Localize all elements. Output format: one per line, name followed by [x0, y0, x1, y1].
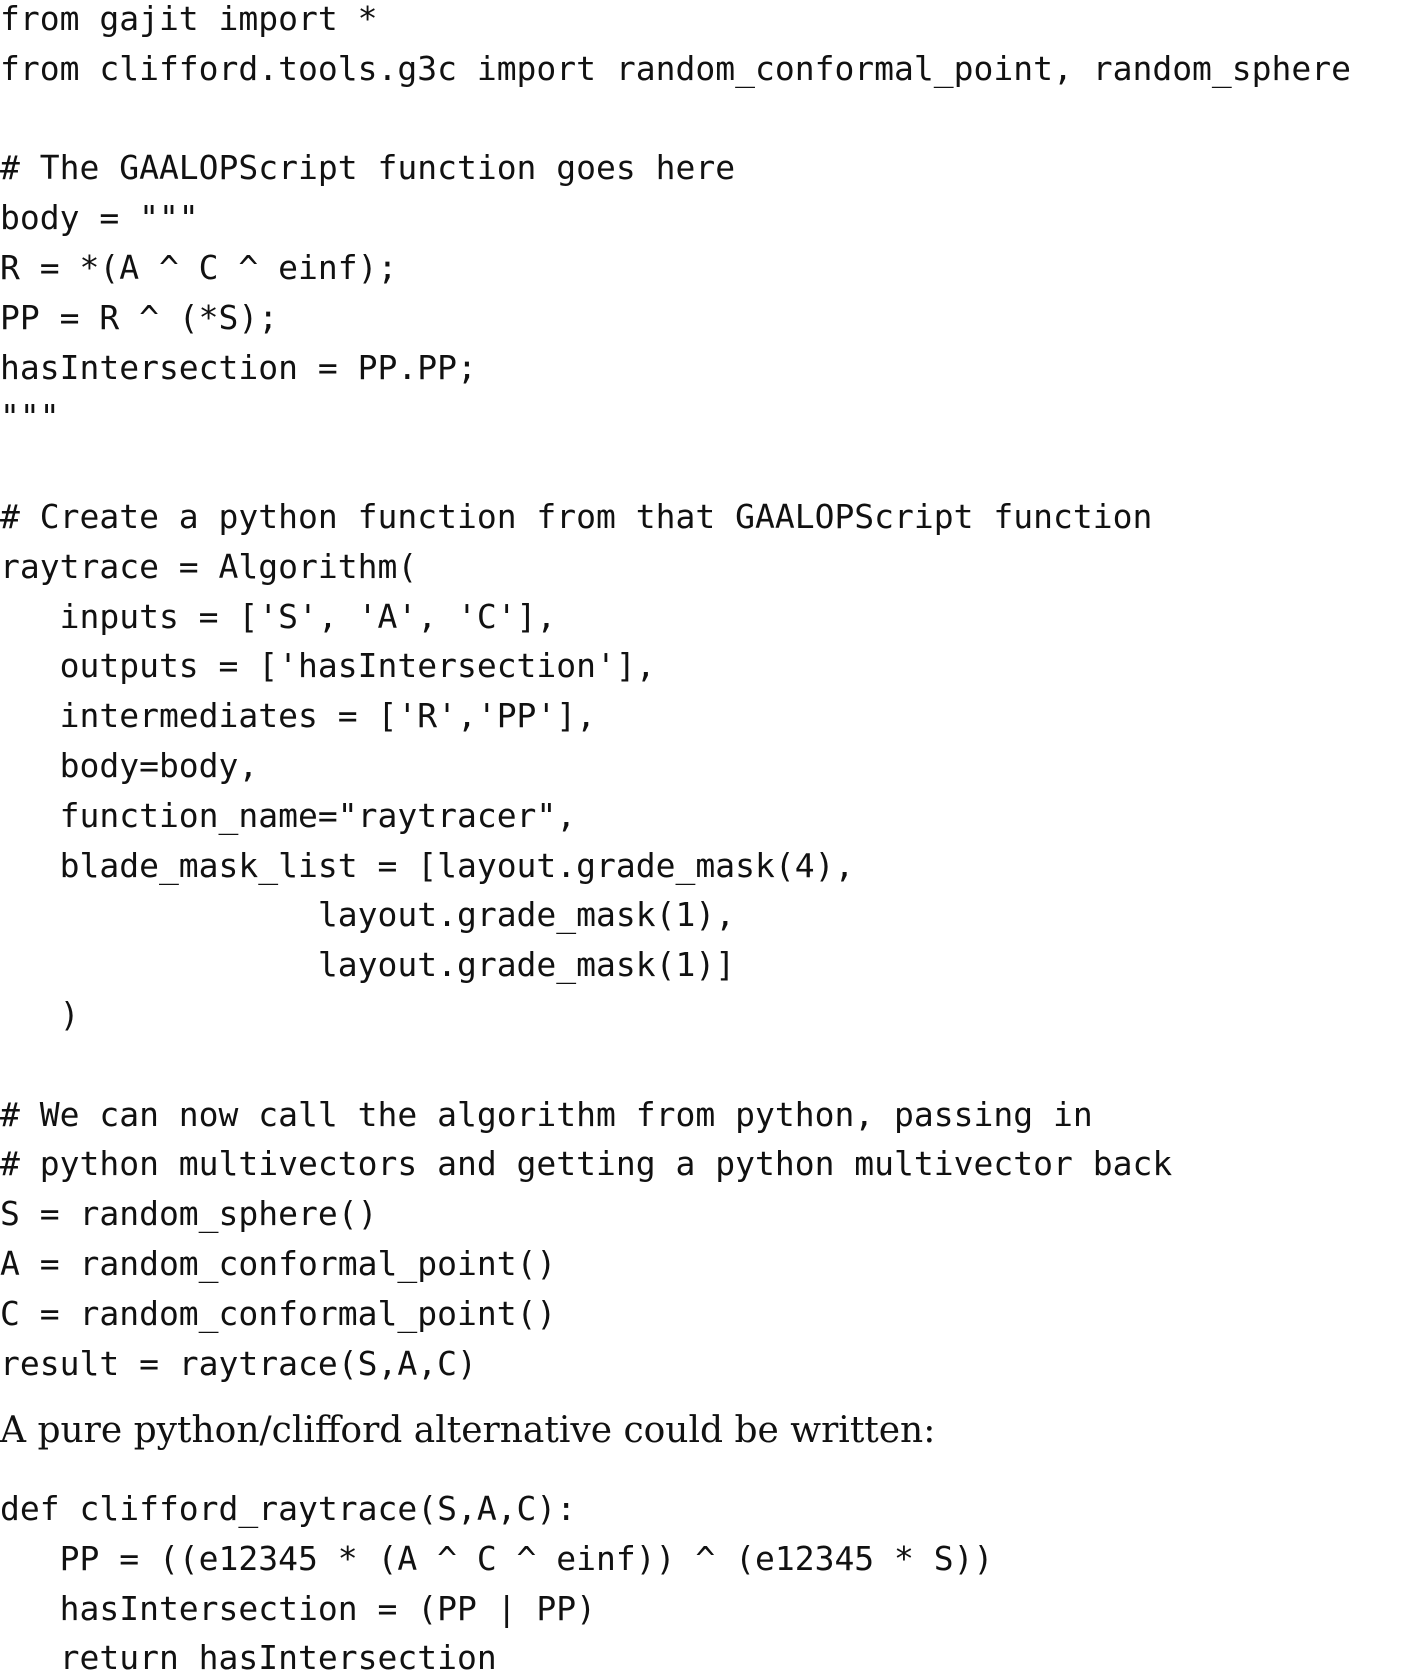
code-line: intermediates = ['R','PP'],	[0, 696, 597, 736]
code-line: return hasIntersection	[0, 1638, 497, 1671]
code-line: from gajit import *	[0, 0, 378, 38]
code-line: hasIntersection = PP.PP;	[0, 347, 477, 387]
code-line	[0, 94, 1351, 144]
body-paragraph: A pure python/clifford alternative could…	[0, 1410, 936, 1451]
code-line: result = raytrace(S,A,C)	[0, 1343, 477, 1383]
code-line: PP = ((e12345 * (A ^ C ^ einf)) ^ (e1234…	[0, 1538, 994, 1578]
code-line: layout.grade_mask(1)]	[0, 945, 736, 985]
code-line: A = random_conformal_point()	[0, 1243, 557, 1283]
code-comment-line: # python multivectors and getting a pyth…	[0, 1144, 1173, 1184]
code-block-clifford-alternative: def clifford_raytrace(S,A,C): PP = ((e12…	[0, 1484, 993, 1671]
code-line	[0, 442, 1351, 492]
code-line: outputs = ['hasIntersection'],	[0, 646, 656, 686]
code-line: body = """	[0, 198, 199, 238]
code-line: S = random_sphere()	[0, 1194, 378, 1234]
code-line: blade_mask_list = [layout.grade_mask(4),	[0, 845, 855, 885]
code-line: PP = R ^ (*S);	[0, 297, 279, 337]
code-line: inputs = ['S', 'A', 'C'],	[0, 596, 557, 636]
code-line: C = random_conformal_point()	[0, 1293, 557, 1333]
code-line: from clifford.tools.g3c import random_co…	[0, 48, 1352, 88]
code-comment-line: # We can now call the algorithm from pyt…	[0, 1094, 1093, 1134]
code-line: hasIntersection = (PP | PP)	[0, 1588, 597, 1628]
code-line: )	[0, 994, 80, 1034]
code-line: layout.grade_mask(1),	[0, 895, 736, 935]
code-line: """	[0, 397, 60, 437]
code-comment-line: # Create a python function from that GAA…	[0, 496, 1153, 536]
code-line: def clifford_raytrace(S,A,C):	[0, 1489, 577, 1528]
code-line	[0, 1040, 1351, 1090]
code-line: body=body,	[0, 745, 259, 785]
code-line: raytrace = Algorithm(	[0, 546, 418, 586]
code-line: R = *(A ^ C ^ einf);	[0, 247, 398, 287]
code-line: function_name="raytracer",	[0, 795, 577, 835]
code-comment-line: # The GAALOPScript function goes here	[0, 148, 736, 188]
code-block-gajit-example: from gajit import * from clifford.tools.g…	[0, 0, 1352, 1383]
